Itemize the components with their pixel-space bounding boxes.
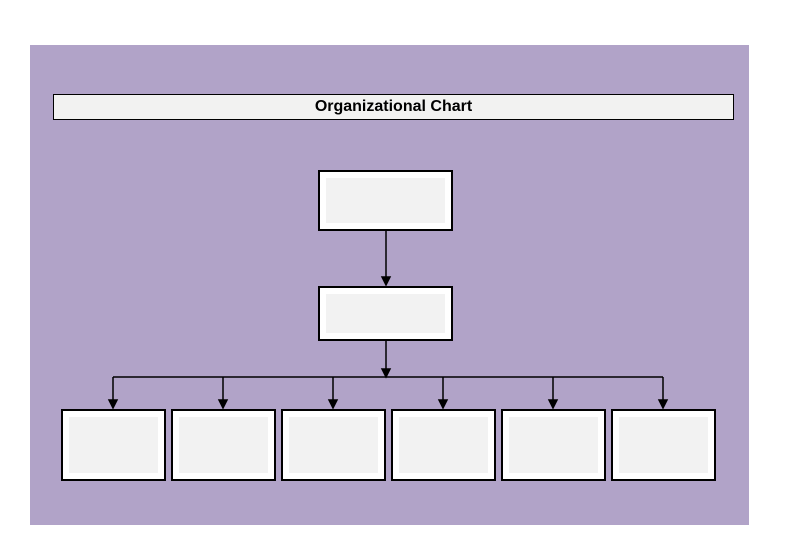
- org-node-level3-6[interactable]: [611, 409, 716, 481]
- org-node-level3-1[interactable]: [61, 409, 166, 481]
- org-node-level3-3-label[interactable]: [289, 417, 378, 473]
- org-node-level3-5[interactable]: [501, 409, 606, 481]
- org-node-level3-4-label[interactable]: [399, 417, 488, 473]
- org-node-level2-label[interactable]: [326, 294, 445, 333]
- org-node-level3-6-label[interactable]: [619, 417, 708, 473]
- org-node-level2[interactable]: [318, 286, 453, 341]
- org-node-level3-2[interactable]: [171, 409, 276, 481]
- org-node-level3-4[interactable]: [391, 409, 496, 481]
- org-node-level3-3[interactable]: [281, 409, 386, 481]
- chart-title: Organizational Chart: [314, 98, 473, 115]
- org-node-level3-1-label[interactable]: [69, 417, 158, 473]
- org-node-level1[interactable]: [318, 170, 453, 231]
- org-node-level3-2-label[interactable]: [179, 417, 268, 473]
- org-node-level3-5-label[interactable]: [509, 417, 598, 473]
- org-node-level1-label[interactable]: [326, 178, 445, 223]
- chart-title-bar: Organizational Chart: [53, 94, 734, 120]
